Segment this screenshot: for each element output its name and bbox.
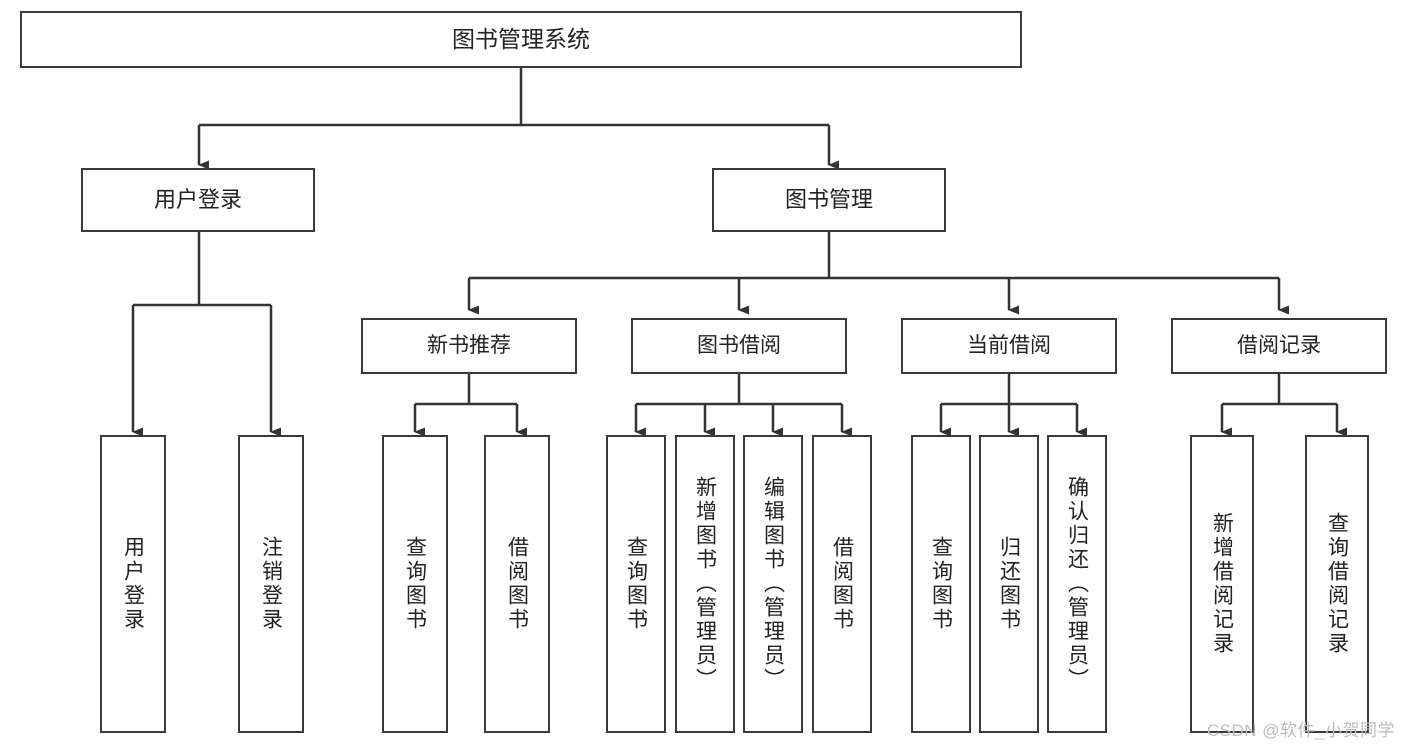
node-leaf-logout-label: 注销登录 <box>259 536 283 632</box>
watermark-text: CSDN @软件_小贺同学 <box>1206 721 1395 740</box>
node-current-borrow[interactable]: 当前借阅 <box>901 318 1117 374</box>
node-root-system[interactable]: 图书管理系统 <box>20 11 1022 68</box>
node-leaf-user-login-label: 用户登录 <box>121 536 145 632</box>
node-book-management-label: 图书管理 <box>784 187 873 213</box>
node-leaf-bb-add-book[interactable]: 新增图书（管理员） <box>675 435 735 733</box>
node-new-book-recommend-label: 新书推荐 <box>427 333 511 357</box>
node-root-system-label: 图书管理系统 <box>452 25 590 52</box>
node-new-book-recommend[interactable]: 新书推荐 <box>361 318 577 374</box>
node-leaf-cb-query-book-label: 查询图书 <box>929 536 953 632</box>
node-leaf-bb-add-book-label: 新增图书（管理员） <box>693 476 717 692</box>
node-leaf-logout[interactable]: 注销登录 <box>238 435 304 733</box>
node-current-borrow-label: 当前借阅 <box>967 333 1051 357</box>
node-user-login[interactable]: 用户登录 <box>81 168 315 232</box>
node-leaf-bb-edit-book-label: 编辑图书（管理员） <box>761 476 785 692</box>
node-book-borrow[interactable]: 图书借阅 <box>631 318 847 374</box>
node-leaf-bb-query-book[interactable]: 查询图书 <box>606 435 666 733</box>
node-leaf-bb-edit-book[interactable]: 编辑图书（管理员） <box>743 435 803 733</box>
node-borrow-record[interactable]: 借阅记录 <box>1171 318 1387 374</box>
node-borrow-record-label: 借阅记录 <box>1237 333 1321 357</box>
node-leaf-cb-return-book-label: 归还图书 <box>997 536 1021 632</box>
node-user-login-label: 用户登录 <box>153 187 242 213</box>
node-book-management[interactable]: 图书管理 <box>712 168 946 232</box>
node-leaf-bb-borrow-book-label: 借阅图书 <box>830 536 854 632</box>
node-leaf-nb-query-book[interactable]: 查询图书 <box>382 435 448 733</box>
node-leaf-cb-confirm-return[interactable]: 确认归还（管理员） <box>1047 435 1107 733</box>
node-leaf-bb-query-book-label: 查询图书 <box>624 536 648 632</box>
node-leaf-cb-return-book[interactable]: 归还图书 <box>979 435 1039 733</box>
node-leaf-nb-query-book-label: 查询图书 <box>403 536 427 632</box>
node-leaf-user-login[interactable]: 用户登录 <box>100 435 166 733</box>
node-leaf-bb-borrow-book[interactable]: 借阅图书 <box>812 435 872 733</box>
node-leaf-br-query-record-label: 查询借阅记录 <box>1325 512 1349 656</box>
node-book-borrow-label: 图书借阅 <box>697 333 781 357</box>
node-leaf-cb-confirm-return-label: 确认归还（管理员） <box>1065 476 1089 692</box>
node-leaf-br-query-record[interactable]: 查询借阅记录 <box>1305 435 1369 733</box>
node-leaf-br-add-record[interactable]: 新增借阅记录 <box>1190 435 1254 733</box>
node-leaf-nb-borrow-book-label: 借阅图书 <box>505 536 529 632</box>
node-leaf-cb-query-book[interactable]: 查询图书 <box>911 435 971 733</box>
node-leaf-br-add-record-label: 新增借阅记录 <box>1210 512 1234 656</box>
node-leaf-nb-borrow-book[interactable]: 借阅图书 <box>484 435 550 733</box>
